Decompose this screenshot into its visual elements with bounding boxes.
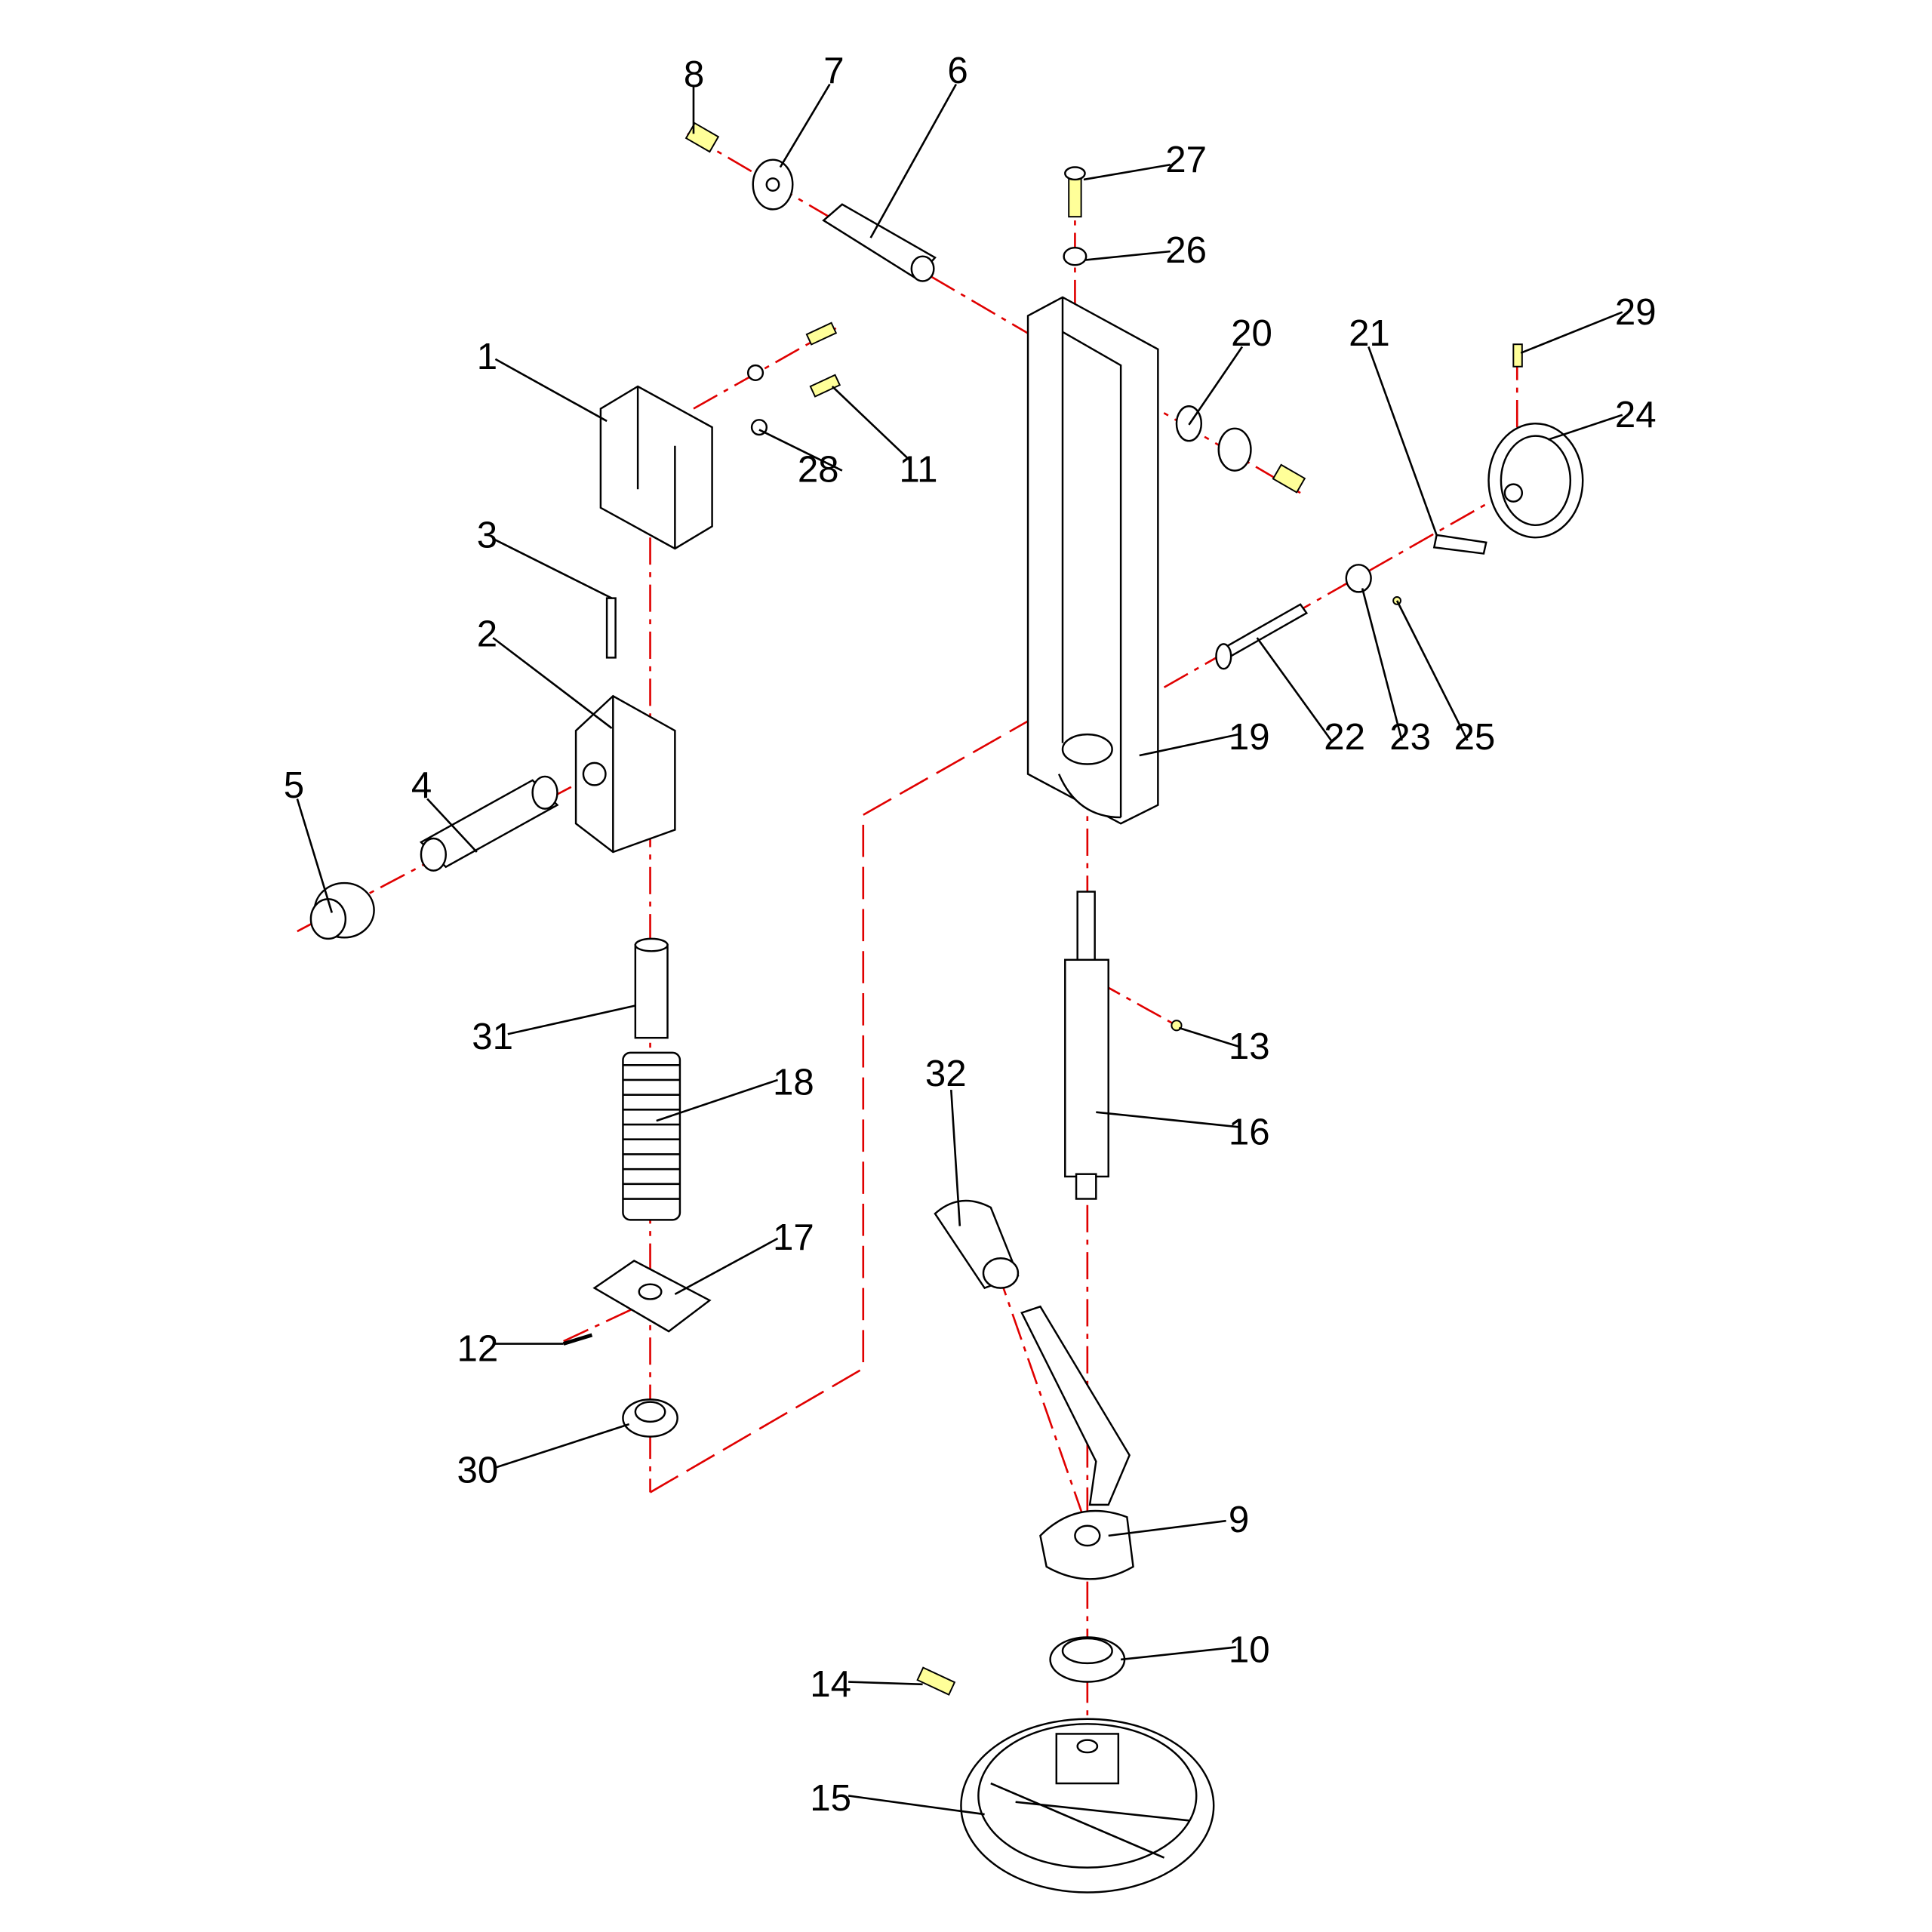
callout-29: 29 (1615, 291, 1657, 333)
callout-labels: 1 2 3 4 5 6 7 8 9 10 11 12 13 14 15 16 1… (284, 50, 1657, 1819)
callout-32: 32 (925, 1053, 967, 1094)
part-21-indicator (1432, 534, 1487, 555)
callout-17: 17 (773, 1217, 814, 1258)
part-8-screw (685, 122, 720, 153)
part-11-bolt (809, 374, 841, 398)
centerlines (297, 133, 1524, 1759)
part-22-pin (1218, 603, 1309, 660)
callout-25: 25 (1454, 716, 1496, 758)
callout-19: 19 (1229, 716, 1270, 758)
callout-26: 26 (1165, 229, 1207, 271)
leader-lines (296, 83, 1623, 1816)
callout-24: 24 (1615, 394, 1657, 435)
callout-9: 9 (1229, 1499, 1249, 1540)
callout-23: 23 (1389, 716, 1431, 758)
callout-22: 22 (1324, 716, 1365, 758)
callout-18: 18 (773, 1062, 814, 1103)
callout-27: 27 (1165, 139, 1207, 180)
callout-21: 21 (1349, 312, 1390, 354)
callout-7: 7 (823, 50, 844, 91)
part-12-pin (562, 1333, 593, 1346)
part-1-bracket (599, 385, 713, 550)
callout-5: 5 (284, 764, 304, 806)
part-14-screw (916, 1666, 956, 1696)
part-16-shaft (1076, 891, 1096, 968)
part-23-collar (1345, 564, 1372, 593)
part-3-pin (605, 597, 617, 659)
callout-12: 12 (457, 1327, 499, 1369)
part-6-sleeve (822, 203, 937, 280)
callout-4: 4 (411, 764, 432, 806)
callout-14: 14 (810, 1663, 851, 1705)
callout-1: 1 (477, 336, 497, 377)
part-2-block (574, 694, 676, 854)
callout-11: 11 (899, 448, 937, 490)
callout-8: 8 (684, 54, 704, 95)
part-31-sleeve (634, 943, 669, 1039)
part-19-column (1026, 296, 1159, 825)
callout-16: 16 (1229, 1111, 1270, 1152)
callout-30: 30 (457, 1449, 499, 1491)
callout-28: 28 (798, 448, 839, 490)
part-29-screw (1512, 343, 1523, 368)
callout-13: 13 (1229, 1026, 1270, 1067)
part-9-crank (1020, 1305, 1131, 1506)
callout-3: 3 (477, 514, 497, 555)
callout-20: 20 (1231, 312, 1272, 354)
parts (309, 122, 1584, 1894)
part-18-spring (622, 1051, 681, 1221)
part-26-nut (1063, 246, 1088, 266)
callout-31: 31 (472, 1016, 513, 1057)
callout-15: 15 (810, 1777, 851, 1819)
callout-10: 10 (1229, 1629, 1270, 1670)
callout-2: 2 (477, 614, 497, 655)
callout-6: 6 (947, 50, 968, 91)
